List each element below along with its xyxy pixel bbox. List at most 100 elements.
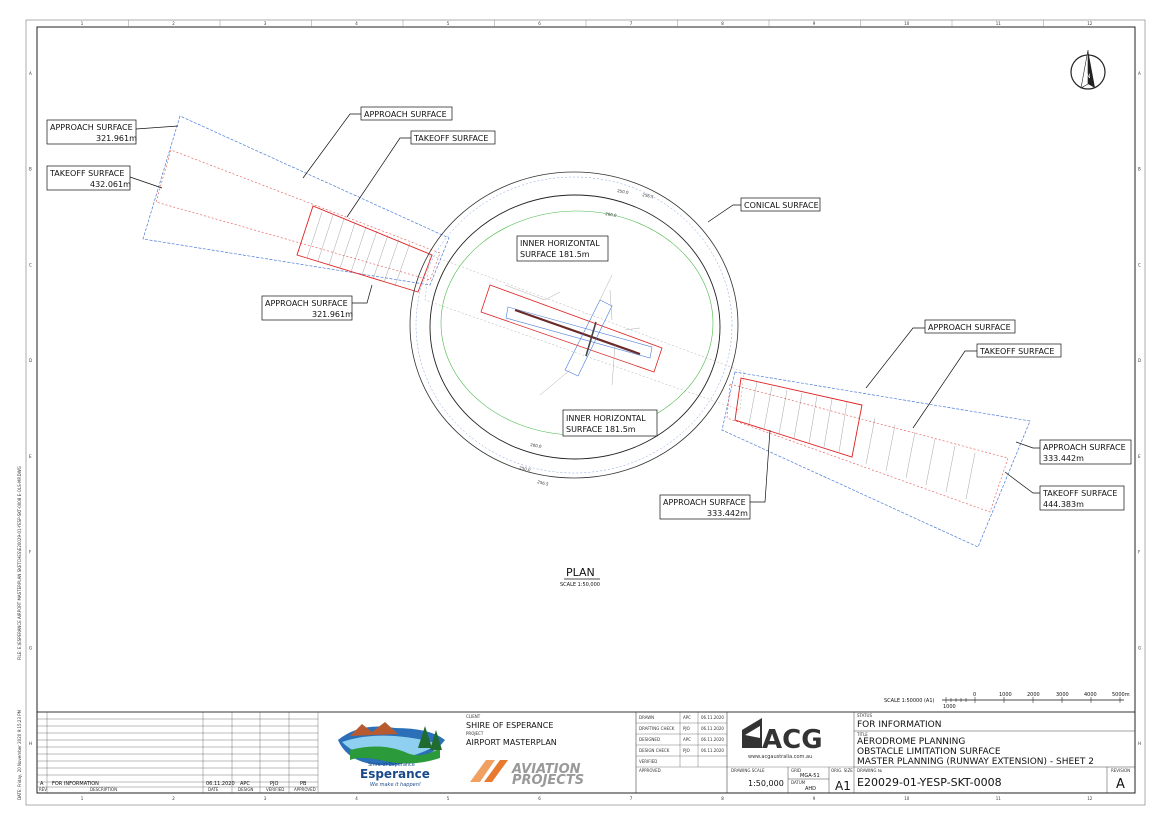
grid-row-label-left: C [29,262,32,267]
svg-text:TAKEOFF SURFACE: TAKEOFF SURFACE [979,347,1054,356]
grid-col-label-top: 5 [447,21,450,26]
acg-logo: ACG www.acgaustralia.com.au [742,718,823,760]
revision-header: DESCRIPTION [90,787,117,792]
svg-text:250.0: 250.0 [617,188,630,195]
svg-text:FOR INFORMATION: FOR INFORMATION [52,781,99,787]
label-approach-top: APPROACH SURFACE [360,106,453,121]
svg-text:APPROACH SURFACE: APPROACH SURFACE [50,123,133,132]
grid-row-label-right: C [1138,262,1141,267]
grid-col-label-bottom: 3 [264,796,267,801]
svg-text:CLIENT: CLIENT [466,714,481,719]
svg-text:PROJECTS: PROJECTS [512,773,584,788]
takeoff-surface-west [155,149,441,281]
check-role: VERIFIED [639,759,657,764]
svg-text:SCALE 1:50000 (A1): SCALE 1:50000 (A1) [884,698,935,704]
svg-text:256.5: 256.5 [642,192,655,199]
grid-col-label-top: 11 [996,21,1002,26]
approach-panel-east [734,377,863,458]
revision-header: APPROVED [294,787,316,792]
check-role: DESIGNED [639,737,660,742]
north-arrow-icon: N [1070,49,1106,90]
svg-text:ACG: ACG [762,725,823,755]
grid-col-label-top: 8 [721,21,724,26]
label-takeoff-top: TAKEOFF SURFACE [410,130,496,145]
grid-row-label-right: D [1138,358,1141,363]
shire-of-esperance-logo: Shire of Esperance Esperance We make it … [338,722,445,788]
revision-header: VERIFIED [266,787,284,792]
svg-text:DATUM: DATUM [791,780,806,785]
approach-panel-west [296,205,433,293]
label-takeoff-west: TAKEOFF SURFACE 432.061m [46,165,131,191]
label-approach-west: APPROACH SURFACE 321.961m [46,119,137,145]
check-date: 06.11.2020 [701,748,724,753]
approach-strip-central [424,254,745,411]
grid-row-label-left: G [29,645,32,650]
svg-text:APPROACH SURFACE: APPROACH SURFACE [364,110,447,119]
side-date-text: DATE: Friday, 20 November 2020 9:15:23 P… [17,709,22,800]
svg-text:REVISION: REVISION [1111,768,1130,773]
conical-contour [415,176,733,474]
svg-text:PROJECT: PROJECT [466,731,484,736]
svg-text:A1: A1 [835,779,851,793]
inner-horizontal-ring [429,194,721,460]
svg-text:FOR INFORMATION: FOR INFORMATION [857,720,941,730]
revision-header: DATE [208,787,219,792]
runway-cross [585,321,597,357]
approach-surface-east [721,371,1031,548]
svg-text:Esperance: Esperance [360,767,430,781]
check-date: 06.11.2020 [701,726,724,731]
svg-text:AIRPORT MASTERPLAN: AIRPORT MASTERPLAN [466,738,557,747]
svg-text:MGA-51: MGA-51 [800,773,820,779]
svg-text:GRID: GRID [791,768,801,773]
grid-row-label-right: G [1138,645,1141,650]
svg-text:444.383m: 444.383m [1043,500,1084,509]
grid-row-label-left: F [29,550,32,555]
svg-text:200.0: 200.0 [605,211,618,218]
aviation-projects-logo: AVIATION PROJECTS [470,760,584,788]
svg-text:AERODROME PLANNING: AERODROME PLANNING [857,737,965,747]
grid-col-label-top: 9 [813,21,816,26]
label-approach-mid: APPROACH SURFACE 321.961m [261,295,353,321]
svg-text:We make it happen!: We make it happen! [370,782,421,788]
revision-header: REV [39,787,47,792]
terrain-features [504,274,641,396]
check-by: APC [683,737,691,742]
ols-plan: 250.0 256.5 200.0 200.0 250.0 256.5 APPR… [46,106,1132,588]
label-conical: CONICAL SURFACE [740,197,821,212]
check-by: PJO [683,748,690,753]
grid-col-label-top: 4 [355,21,358,26]
label-approach-east-bottom: APPROACH SURFACE 333.442m [659,494,751,520]
svg-text:APPROVED: APPROVED [639,768,661,773]
scale-tick-label: 3000 [1056,692,1069,698]
grid-row-label-right: E [1138,454,1141,459]
svg-text:333.442m: 333.442m [1043,454,1084,463]
svg-text:STATUS: STATUS [857,713,872,718]
grid-col-label-bottom: 10 [904,796,910,801]
svg-text:INNER HORIZONTAL: INNER HORIZONTAL [566,414,646,423]
scale-tick-label: 5000m [1112,692,1130,698]
svg-text:APPROACH SURFACE: APPROACH SURFACE [1043,443,1126,452]
svg-text:250.0: 250.0 [519,465,532,472]
scale-tick-label: 4000 [1084,692,1097,698]
grid-col-label-bottom: 5 [447,796,450,801]
svg-text:321.961m: 321.961m [96,134,137,143]
conical-surface-outer [409,171,739,479]
scale-tick-label: 0 [973,692,976,698]
check-by: PJO [683,726,690,731]
svg-text:OBSTACLE LIMITATION SURFACE: OBSTACLE LIMITATION SURFACE [857,747,1001,757]
svg-text:TITLE: TITLE [856,732,868,737]
svg-text:DRAWING №: DRAWING № [857,768,882,773]
svg-text:AVIATION: AVIATION [511,762,581,777]
approach-surface-west [142,115,450,286]
check-by: APC [683,715,691,720]
grid-col-label-bottom: 8 [721,796,724,801]
side-file-text: FILE: E:\ESPERANCE AIRPORT MASTERPLAN SK… [17,466,22,660]
cross-strip [564,299,613,377]
grid-col-label-bottom: 1 [81,796,84,801]
view-scale: SCALE 1:50,000 [560,582,600,588]
svg-text:TAKEOFF SURFACE: TAKEOFF SURFACE [413,134,488,143]
svg-text:1000: 1000 [943,704,956,710]
grid-col-label-top: 7 [630,21,633,26]
svg-text:432.061m: 432.061m [90,180,131,189]
